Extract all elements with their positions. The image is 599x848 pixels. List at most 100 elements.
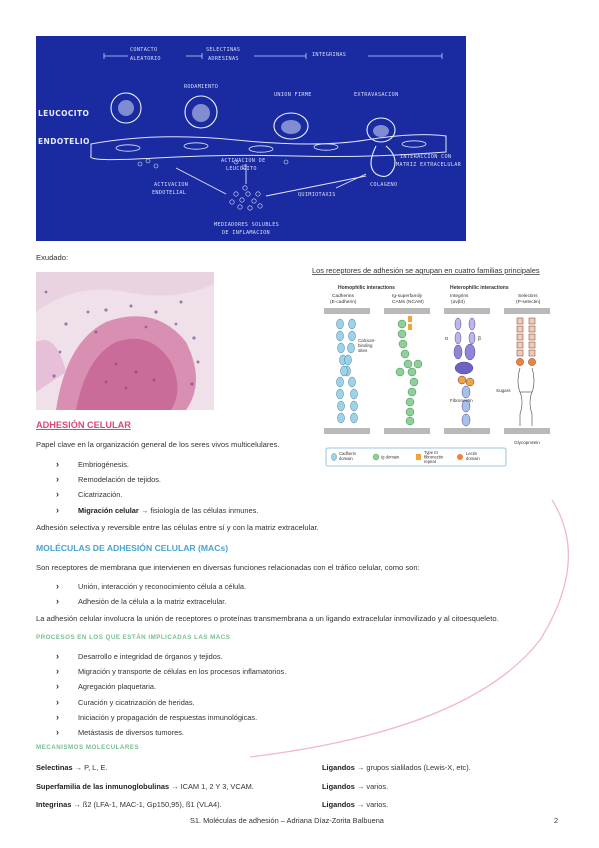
list-item: Metástasis de diversos tumores. [56,725,286,740]
fig3-col3-b: (αvβ3) [451,299,465,305]
macs-list: Unión, interacción y reconocimiento célu… [56,579,246,610]
list-item: Desarrollo e integridad de órganos y tej… [56,649,286,664]
mecanismo-name: Selectinas [36,763,73,772]
list-item: Remodelación de tejidos. [56,472,258,487]
fig1-rodamiento: RODAMIENTO [184,84,218,90]
legend-cadherin-2: domain [339,456,353,461]
legend-lectin-1: Lectin [466,451,478,456]
histology-illustration [36,272,214,410]
fig1-activacion-leucocito-2: LEUCOCITO [226,166,257,172]
mecanismo-row: Selectinas → P, L, E. [36,763,107,772]
arrow-icon: → [74,763,83,772]
fig3-col4-b: (P-selectin) [516,299,541,305]
fig1-endotelio: ENDOTELIO [38,137,90,146]
ligando-label: Ligandos [322,800,355,809]
legend-type3-1: Type III [424,450,438,455]
list-item: Cicatrización. [56,487,258,502]
list-item: Migración y transporte de células en los… [56,664,286,679]
fig1-mediadores-1: MEDIADORES SOLUBLES [214,222,279,228]
adhesion-receptor-families-figure: Los receptores de adhesión se agrupan en… [310,264,572,476]
procesos-list: Desarrollo e integridad de órganos y tej… [56,649,286,740]
fig1-activacion-endotelial-2: ENDOTELIAL [152,190,186,196]
list-item: Curación y cicatrización de heridas. [56,695,286,710]
legend-type3-3: repeat [424,459,437,464]
exudado-label: Exudado: [36,253,69,262]
fig1-integrinas: INTEGRINAS [312,52,346,58]
arrow-icon: → [171,782,179,791]
fig3-col2-a: Ig-superfamily [392,293,423,299]
fig1-quimiotaxis: QUIMIOTAXIS [298,192,336,198]
adhesion-summary: Adhesión selectiva y reversible entre la… [36,523,319,532]
fig1-interaccion-2: MATRIZ EXTRACELULAR [396,162,462,168]
footer-text: S1. Moléculas de adhesión – Adriana Díaz… [190,816,384,825]
ligando-row: Ligandos → varios. [322,782,388,791]
fig1-contacto: CONTACTO [130,47,157,53]
fig1-aleatorio: ALEATORIO [130,56,161,62]
fig3-col2-b: CAMs (NCAM) [392,299,424,305]
fig3-calcium-2: binding [358,343,373,348]
histology-exudate-image [36,272,214,410]
arrow-icon: → [356,782,365,791]
ligando-value: varios. [366,782,389,791]
fig1-selectinas: SELECTINAS [206,47,240,53]
adhesion-celular-title: ADHESIÓN CELULAR [36,420,131,430]
fig1-activacion-endotelial-1: ACTIVACION [154,182,188,188]
fig3-beta: β [478,336,481,342]
list-item: Migración celular → fisiología de las cé… [56,503,258,518]
arrow-icon: → [73,800,81,809]
procesos-title: PROCESOS EN LOS QUE ESTÁN IMPLICADAS LAS… [36,634,231,641]
mecanismo-name: Integrinas [36,800,72,809]
legend-ig: Ig domain [381,455,400,460]
ligando-label: Ligandos [322,763,355,772]
legend-lectin-2: domain [466,456,480,461]
migracion-rest: fisiología de las células inmunes. [150,505,259,515]
fig3-calcium-1: Calcium- [358,338,376,343]
arrow-icon: → [140,505,149,515]
fig3-col4-a: Selectins [518,293,538,299]
arrow-icon: → [356,800,365,809]
fig3-col3-a: Integrins [450,293,469,299]
ligando-value: grupos sialilados (Lewis-X, etc). [366,763,471,772]
mecanismo-value: ICAM 1, 2 Y 3, VCAM. [180,782,254,791]
fig1-union-firme: UNION FIRME [274,92,312,98]
ligando-label: Ligandos [322,782,355,791]
receptor-families-diagram: Los receptores de adhesión se agrupan en… [312,266,550,467]
fig1-adresinas: ADRESINAS [208,56,239,62]
fig3-alpha: α [445,336,448,342]
mecanismo-row: Integrinas → ß2 (LFA-1, MAC-1, Gp150,95)… [36,800,222,809]
leukocyte-extravasation-figure: CONTACTO ALEATORIO SELECTINAS ADRESINAS … [36,36,466,241]
mecanismos-title: MECANISMOS MOLECULARES [36,744,140,751]
mecanismo-value: P, L, E. [84,763,108,772]
fig3-col1-a: Cadherins [332,293,354,299]
fig1-extravasacion: EXTRAVASACION [354,92,399,98]
fig1-interaccion-1: INTERACCION CON [400,154,451,160]
arrow-icon: → [356,763,365,772]
ligando-row: Ligandos → varios. [322,800,388,809]
adhesion-list: Embriogénesis. Remodelación de tejidos. … [56,457,258,518]
macs-title: MOLÉCULAS DE ADHESIÓN CELULAR (MACs) [36,543,229,553]
list-item: Adhesión de la célula a la matriz extrac… [56,594,246,609]
fig3-col1-b: (E-cadherin) [330,299,357,305]
fig1-colageno: COLAGENO [370,182,397,188]
list-item: Agregación plaquetaria. [56,679,286,694]
fig3-heterophilic: Heterophilic interactions [450,285,509,291]
ligando-row: Ligandos → grupos sialilados (Lewis-X, e… [322,763,471,772]
legend-type3-2: fibronectin [424,455,444,460]
mecanismo-name: Superfamilia de las inmunoglobulinas [36,782,170,791]
ligando-value: varios. [366,800,389,809]
fig3-fibronectin: Fibronectin [450,398,473,403]
fig1-mediadores-2: DE INFLAMACION [222,230,270,236]
fig3-title: Los receptores de adhesión se agrupan en… [312,266,540,275]
page-number: 2 [554,816,559,825]
legend-cadherin-1: Cadherin [339,451,357,456]
list-item: Iniciación y propagación de respuestas i… [56,710,286,725]
extravasation-diagram: CONTACTO ALEATORIO SELECTINAS ADRESINAS … [36,36,466,241]
list-item: Unión, interacción y reconocimiento célu… [56,579,246,594]
list-item: Embriogénesis. [56,457,258,472]
mecanismo-row: Superfamilia de las inmunoglobulinas → I… [36,782,254,791]
macs-union-text: La adhesión celular involucra la unión d… [36,614,499,623]
migracion-bold: Migración celular [78,505,139,515]
fig1-activacion-leucocito-1: ACTIVACION DE [221,158,266,164]
fig1-leucocito: LEUCOCITO [38,109,89,118]
fig3-homophilic: Homophilic interactions [338,285,395,291]
